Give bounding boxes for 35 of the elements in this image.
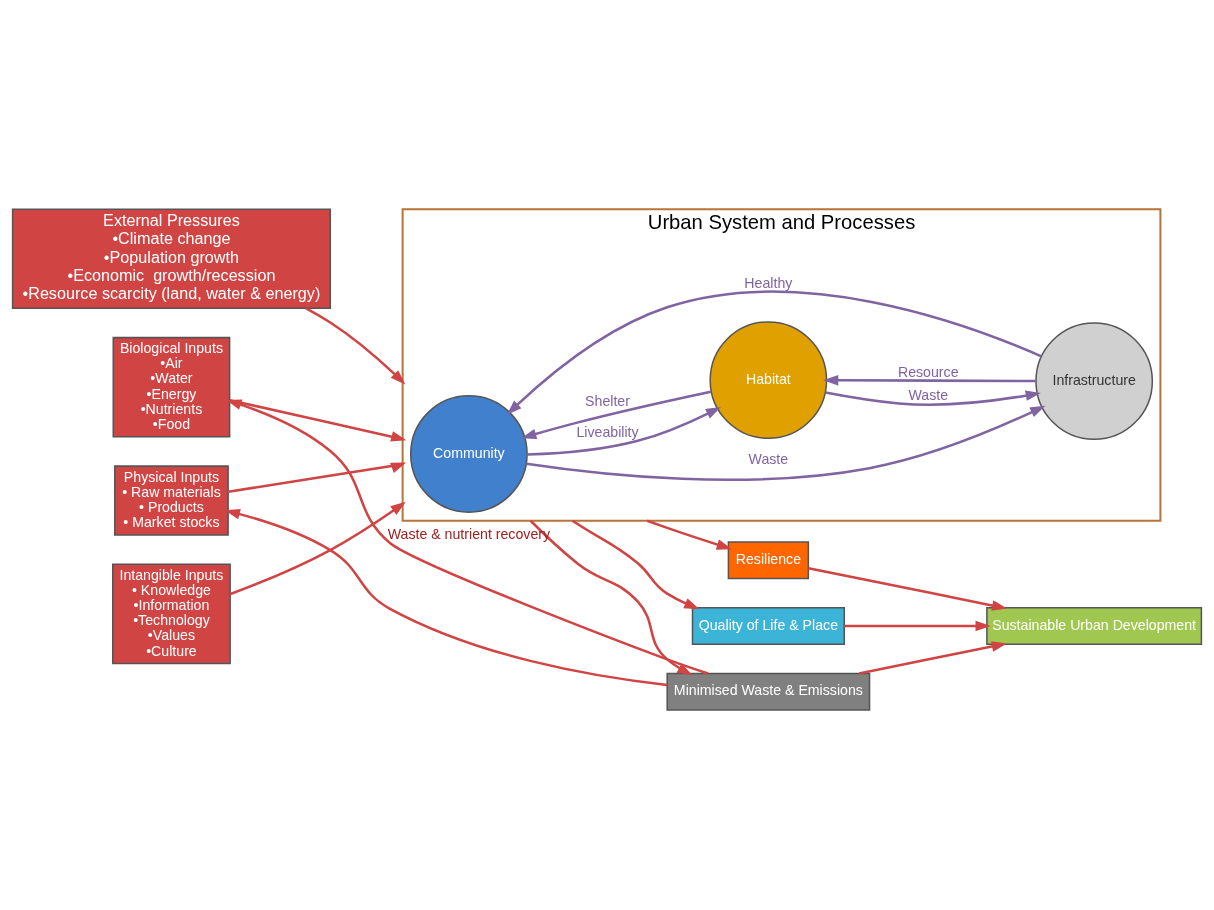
arrow (808, 566, 1008, 611)
node-box: Quality of Life & Place (691, 606, 845, 645)
arrow (226, 399, 709, 675)
edge-label: Waste (908, 386, 949, 403)
arrow (224, 508, 668, 686)
arrow (527, 406, 721, 456)
node-circle: Community (409, 394, 528, 513)
arrow (571, 519, 700, 609)
edge-label: Liveability (576, 423, 639, 440)
arrow (230, 501, 406, 595)
edge-label: Resource (897, 363, 959, 380)
arrow (305, 306, 406, 384)
node-circle: Habitat (709, 320, 828, 439)
node-box: External Pressures •Climate change •Population growth •Economic growth/recession •Resource scarcity (land, water & energy) (11, 207, 332, 309)
arrow (529, 519, 693, 675)
edge-label: Waste (748, 450, 789, 467)
arrow (526, 405, 1046, 481)
arrow (844, 620, 991, 631)
arrow (858, 640, 1007, 675)
node-box: Sustainable Urban Development (986, 606, 1203, 645)
arrow (228, 462, 407, 493)
arrow (229, 398, 407, 442)
arrow (825, 389, 1041, 406)
node-box: Physical Inputs • Raw materials • Products • Market stocks (114, 464, 229, 536)
arrow (823, 374, 1036, 386)
edge-label: Shelter (585, 392, 630, 409)
node-box: Biological Inputs •Air •Water •Energy •Nutrients •Food (112, 336, 231, 438)
node-box: Minimised Waste & Emissions (666, 672, 871, 711)
node-circle: Infrastructure (1035, 321, 1154, 440)
arrow (646, 519, 732, 550)
arrow (506, 289, 1042, 415)
edge-label: Healthy (744, 274, 793, 291)
node-box: Intangible Inputs • Knowledge •Information •Technology •Values •Culture (112, 563, 231, 664)
arrow (521, 390, 712, 439)
node-box: Resilience (727, 540, 810, 579)
